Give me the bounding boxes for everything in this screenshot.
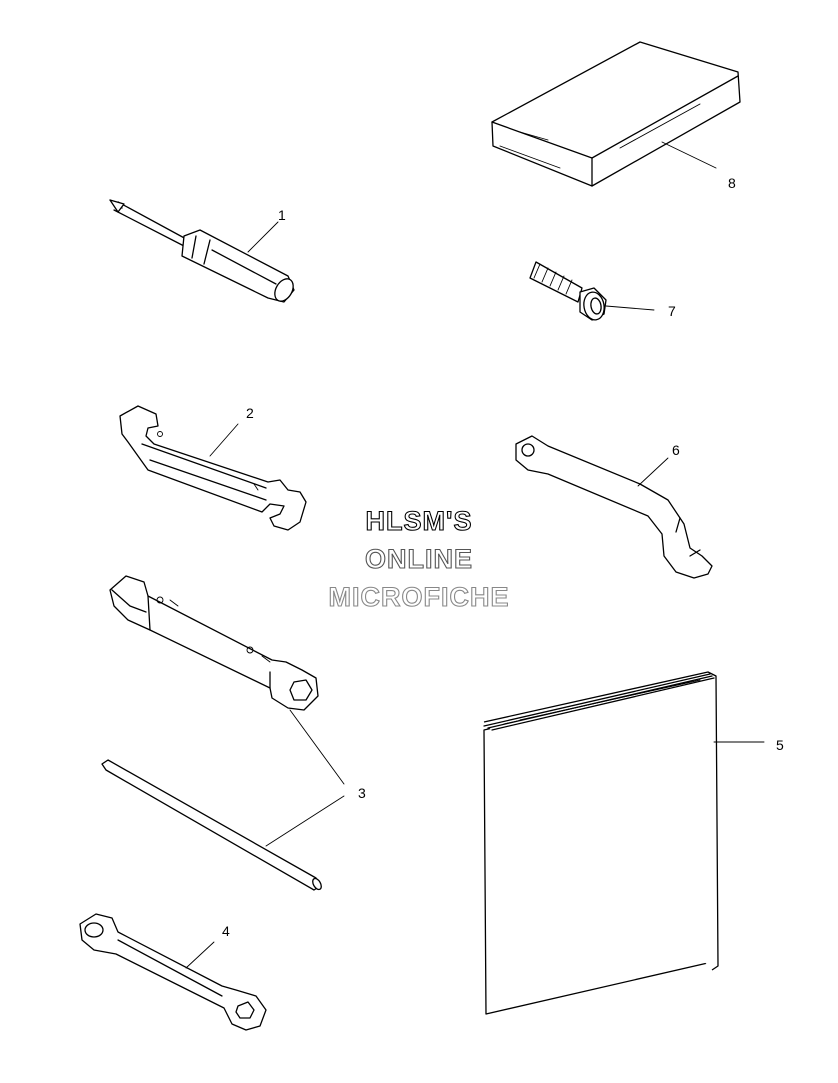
callout-7: 7: [668, 303, 676, 319]
callout-3: 3: [358, 785, 366, 801]
part-2-open-end-wrench: [119, 405, 307, 531]
part-8-tool-pouch: [491, 41, 741, 187]
leader-line-1: [247, 221, 279, 253]
part-3-tommy-bar: [101, 759, 322, 891]
part-5-owners-manual: [483, 671, 719, 1015]
callout-2: 2: [246, 405, 254, 421]
leader-line-7: [605, 305, 655, 311]
leader-line-2: [209, 423, 239, 457]
callout-6: 6: [672, 442, 680, 458]
watermark-line-1: HLSM'S: [366, 506, 473, 536]
leader-line-8: [661, 141, 717, 169]
leader-line-3a: [289, 709, 345, 785]
watermark-line-2: ONLINE: [365, 544, 473, 574]
part-1-screwdriver: [109, 199, 295, 303]
leader-line-3b: [265, 795, 345, 847]
callout-8: 8: [728, 175, 736, 191]
callout-5: 5: [776, 737, 784, 753]
watermark-line-3: MICROFICHE: [329, 582, 510, 612]
callout-1: 1: [278, 207, 286, 223]
part-6-hook-spanner: [515, 435, 713, 579]
part-7-bolt: [529, 261, 607, 321]
leader-line-4: [185, 941, 215, 969]
callout-4: 4: [222, 923, 230, 939]
leader-line-6: [637, 457, 669, 487]
part-4-box-wrench: [79, 913, 267, 1031]
part-3-socket-wrench: [109, 575, 319, 711]
